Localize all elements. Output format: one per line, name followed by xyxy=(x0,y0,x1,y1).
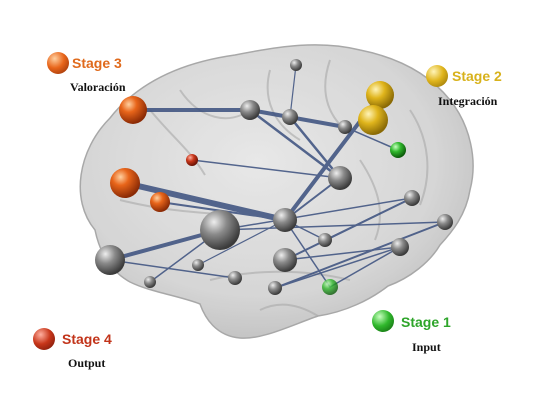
stage-1-subtitle: Input xyxy=(412,340,441,354)
edge xyxy=(219,197,413,231)
stage-2-marker xyxy=(426,65,448,87)
node-orange xyxy=(110,168,140,198)
stage-3-title: Stage 3 xyxy=(72,55,122,71)
stage-4-marker xyxy=(33,328,55,350)
brain-fold xyxy=(409,109,429,206)
stage-4-subtitle: Output xyxy=(68,356,106,370)
node-gray xyxy=(240,100,260,120)
stage-2-title: Stage 2 xyxy=(452,68,502,84)
stage-1-title: Stage 1 xyxy=(401,314,451,330)
node-gray xyxy=(273,208,297,232)
node-yellow xyxy=(366,81,394,109)
node-orange xyxy=(119,96,147,124)
edge xyxy=(248,108,342,180)
edge xyxy=(289,64,297,118)
node-gray xyxy=(273,248,297,272)
node-gray xyxy=(318,233,332,247)
node-gray xyxy=(192,259,204,271)
brain-fold xyxy=(149,109,206,176)
node-gray xyxy=(144,276,156,288)
edge xyxy=(197,219,286,266)
brain-fold xyxy=(259,303,319,317)
stage-1-marker xyxy=(372,310,394,332)
edge xyxy=(284,219,331,288)
node-gray xyxy=(404,190,420,206)
node-red xyxy=(186,154,198,166)
edge-thick xyxy=(122,180,288,223)
node-gray xyxy=(391,238,409,256)
stage-4-title: Stage 4 xyxy=(62,331,112,347)
edge xyxy=(219,221,446,231)
brain-fold xyxy=(266,69,301,141)
node-green xyxy=(322,279,338,295)
network-nodes xyxy=(95,59,453,295)
stage-3-subtitle: Valoración xyxy=(70,80,126,94)
node-yellow xyxy=(358,105,388,135)
edge xyxy=(191,159,341,179)
node-gray xyxy=(268,281,282,295)
node-gray xyxy=(95,245,125,275)
edge xyxy=(344,126,399,151)
node-green xyxy=(390,142,406,158)
edge xyxy=(274,221,446,289)
edge xyxy=(109,259,236,279)
node-gray xyxy=(290,59,302,71)
node-orange xyxy=(150,192,170,212)
node-gray xyxy=(437,214,453,230)
edge xyxy=(274,246,401,289)
edge xyxy=(284,246,401,261)
node-gray xyxy=(338,120,352,134)
edge xyxy=(329,246,401,288)
node-gray xyxy=(228,271,242,285)
edge xyxy=(324,197,413,241)
edge xyxy=(288,115,342,180)
brain-fold xyxy=(359,159,381,241)
node-gray xyxy=(328,166,352,190)
stage-2-subtitle: Integración xyxy=(438,94,498,108)
node-gray xyxy=(282,109,298,125)
node-gray xyxy=(200,210,240,250)
stage-3-marker xyxy=(47,52,69,74)
